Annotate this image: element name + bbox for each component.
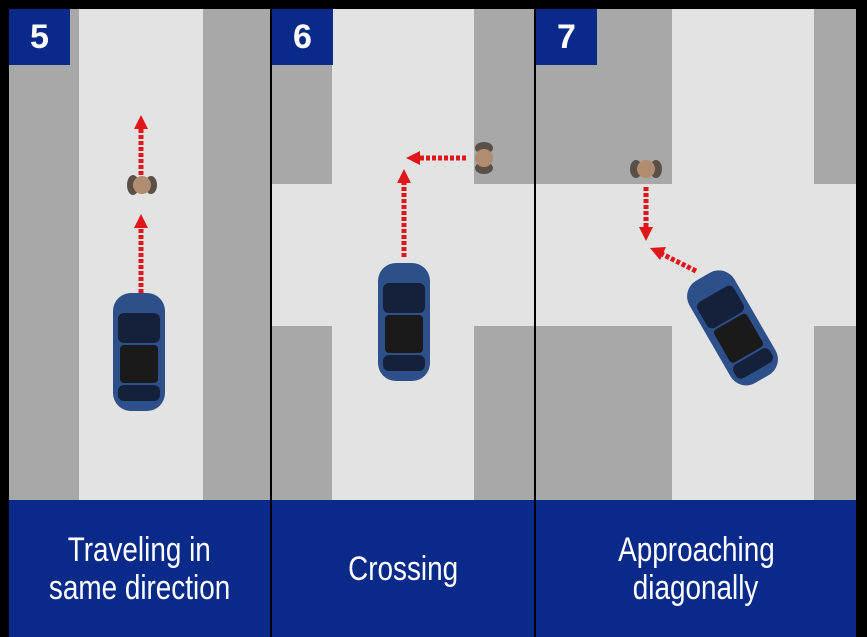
caption-line: diagonally [633,568,759,607]
pedestrian-icon [127,175,157,195]
scene-6: 6 [272,9,534,500]
car-icon [378,263,430,381]
caption-line: same direction [48,568,231,607]
pedestrian-icon [630,160,662,178]
pedestrian-icon [475,142,493,174]
caption-line: Traveling in [67,530,212,569]
caption-line: Crossing [347,549,459,588]
caption: Traveling in same direction [9,500,270,637]
scene-6-drawing [272,9,534,500]
car-icon [687,270,778,386]
panel-number-badge: 6 [272,9,333,65]
scene-7-drawing [536,9,856,500]
caption: Crossing [272,500,534,637]
panel-number-badge: 7 [536,9,597,65]
caption: Approaching diagonally [536,500,856,637]
car-icon [113,293,165,411]
scene-7: 7 [536,9,856,500]
scene-5-drawing [9,9,270,500]
motion-arrow [660,251,698,274]
caption-line: Approaching [617,530,775,569]
scene-5: 5 [9,9,270,500]
panel-approaching-diagonally: 7 Approaching diagonally [536,9,856,637]
panel-crossing: 6 Crossing [272,9,534,637]
panel-number-badge: 5 [9,9,70,65]
panel-traveling-same-direction: 5 Traveling in same direction [9,9,270,637]
